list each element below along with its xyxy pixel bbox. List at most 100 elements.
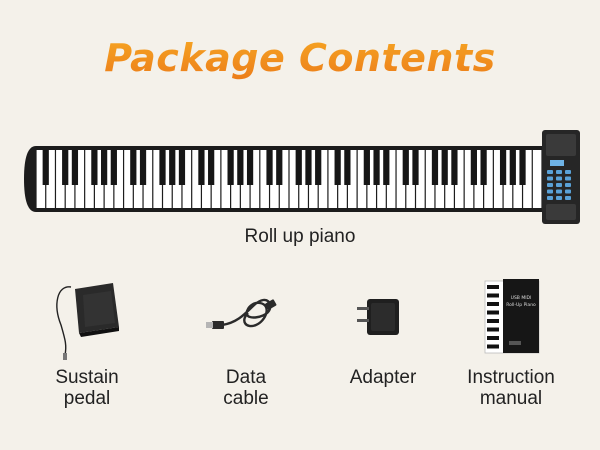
white-key bbox=[416, 150, 425, 208]
panel-button bbox=[547, 183, 553, 187]
black-key bbox=[315, 150, 322, 185]
white-key bbox=[94, 150, 104, 208]
white-key bbox=[114, 150, 123, 208]
black-key bbox=[237, 150, 244, 185]
adapter-label: Adapter bbox=[349, 367, 417, 388]
black-key bbox=[519, 150, 526, 185]
control-panel bbox=[542, 130, 580, 224]
black-key bbox=[363, 150, 370, 185]
white-key bbox=[182, 150, 192, 208]
black-key bbox=[159, 150, 166, 185]
black-key bbox=[470, 150, 477, 185]
manual-key-pattern bbox=[487, 285, 499, 349]
black-key bbox=[402, 150, 409, 185]
black-key bbox=[139, 150, 147, 185]
black-key bbox=[451, 150, 458, 185]
black-key bbox=[198, 150, 205, 185]
black-key bbox=[130, 150, 137, 185]
sustain-pedal-icon bbox=[56, 283, 119, 360]
panel-button bbox=[565, 183, 571, 187]
white-key bbox=[46, 150, 55, 208]
panel-button bbox=[556, 183, 562, 187]
black-key bbox=[178, 150, 186, 185]
white-key bbox=[279, 150, 289, 208]
white-key bbox=[124, 150, 133, 208]
manual-cover-line1: USB MIDI bbox=[511, 295, 532, 301]
white-key bbox=[532, 150, 542, 208]
white-key bbox=[377, 150, 386, 208]
black-key bbox=[71, 150, 79, 185]
white-key bbox=[425, 150, 435, 208]
black-key bbox=[441, 150, 448, 185]
white-key bbox=[153, 150, 162, 208]
white-key bbox=[357, 150, 367, 208]
white-key bbox=[396, 150, 406, 208]
white-key bbox=[328, 150, 338, 208]
roll-up-piano-image bbox=[24, 130, 580, 224]
white-key bbox=[338, 150, 347, 208]
panel-button bbox=[556, 176, 562, 181]
panel-button bbox=[565, 170, 571, 174]
white-key bbox=[386, 150, 396, 208]
black-key bbox=[305, 150, 312, 185]
white-key bbox=[445, 150, 454, 208]
black-key bbox=[276, 150, 283, 185]
power-adapter-icon bbox=[357, 299, 399, 335]
black-key bbox=[499, 150, 507, 185]
black-key bbox=[110, 150, 117, 185]
white-key bbox=[56, 150, 65, 208]
white-key bbox=[240, 150, 250, 208]
white-keys bbox=[36, 150, 542, 208]
panel-button bbox=[547, 176, 553, 181]
black-key bbox=[373, 150, 380, 185]
panel-button bbox=[556, 196, 562, 200]
panel-button bbox=[565, 176, 571, 181]
white-key bbox=[260, 150, 269, 208]
white-key bbox=[133, 150, 143, 208]
white-key bbox=[163, 150, 172, 208]
white-key bbox=[367, 150, 376, 208]
black-key bbox=[266, 150, 273, 185]
black-key bbox=[227, 150, 234, 185]
manual-key bbox=[487, 285, 499, 289]
panel-button bbox=[547, 189, 553, 194]
white-key bbox=[143, 150, 153, 208]
panel-button bbox=[556, 189, 562, 194]
white-key bbox=[36, 150, 46, 208]
manual-key bbox=[487, 344, 499, 349]
manual-key bbox=[487, 302, 499, 306]
white-key bbox=[202, 150, 211, 208]
panel-button bbox=[565, 189, 571, 194]
black-key bbox=[509, 150, 516, 185]
panel-button bbox=[547, 196, 553, 200]
black-key bbox=[344, 150, 351, 185]
white-key bbox=[464, 150, 474, 208]
white-key bbox=[347, 150, 357, 208]
black-key bbox=[91, 150, 98, 185]
black-key bbox=[101, 150, 108, 185]
black-key bbox=[480, 150, 487, 185]
white-key bbox=[289, 150, 299, 208]
manual-key bbox=[487, 319, 499, 323]
page-title: Package Contents bbox=[0, 36, 600, 80]
white-key bbox=[318, 150, 328, 208]
black-key bbox=[334, 150, 341, 185]
white-key bbox=[270, 150, 279, 208]
white-key bbox=[309, 150, 318, 208]
white-key bbox=[406, 150, 415, 208]
white-key bbox=[231, 150, 240, 208]
black-key bbox=[42, 150, 49, 185]
white-key bbox=[250, 150, 260, 208]
manual-key bbox=[487, 327, 499, 332]
black-key bbox=[383, 150, 390, 185]
white-key bbox=[85, 150, 94, 208]
manual-key bbox=[487, 293, 499, 298]
black-keys bbox=[42, 150, 526, 185]
black-key bbox=[412, 150, 419, 185]
white-key bbox=[484, 150, 493, 208]
black-key bbox=[169, 150, 176, 185]
white-key bbox=[104, 150, 114, 208]
white-key bbox=[65, 150, 75, 208]
